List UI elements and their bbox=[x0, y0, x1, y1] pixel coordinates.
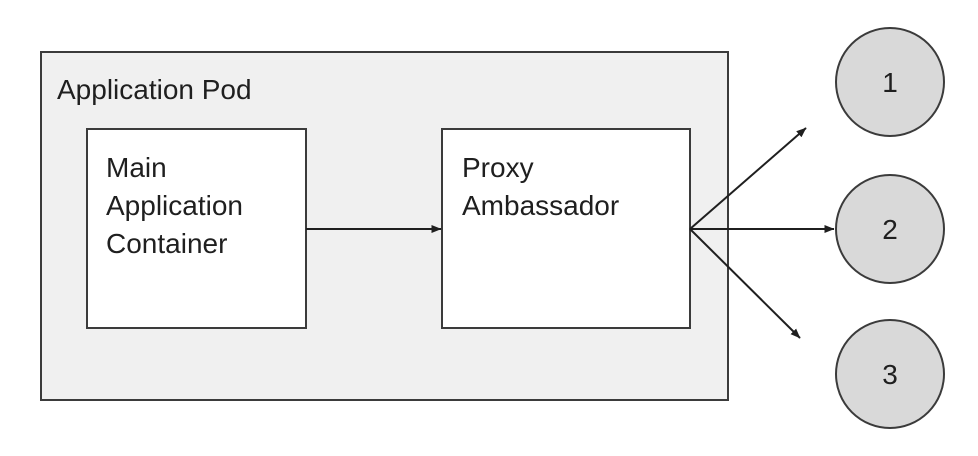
external-service-3-label: 3 bbox=[882, 359, 898, 390]
main-application-container-rect bbox=[86, 128, 307, 329]
main-application-container-line-2: Container bbox=[106, 228, 227, 259]
external-service-2-label: 2 bbox=[882, 214, 898, 245]
external-service-3: 3 bbox=[835, 319, 945, 429]
connectors-group bbox=[306, 127, 835, 339]
external-service-3-circle bbox=[835, 319, 945, 429]
main-application-container-line-0: Main bbox=[106, 152, 167, 183]
external-nodes-group: 1 2 3 bbox=[835, 27, 945, 429]
proxy-ambassador-container-rect bbox=[441, 128, 691, 329]
external-service-1-circle bbox=[835, 27, 945, 137]
external-service-2-circle bbox=[835, 174, 945, 284]
proxy-to-service-3-arrow bbox=[689, 228, 801, 339]
proxy-to-service-1-arrow bbox=[689, 127, 807, 230]
external-service-2: 2 bbox=[835, 174, 945, 284]
proxy-ambassador-container-line-0: Proxy bbox=[462, 152, 534, 183]
proxy-ambassador-container-line-1: Ambassador bbox=[462, 190, 619, 221]
application-pod-label: Application Pod bbox=[57, 74, 252, 105]
main-application-container-line-1: Application bbox=[106, 190, 243, 221]
external-service-1: 1 bbox=[835, 27, 945, 137]
external-service-1-label: 1 bbox=[882, 67, 898, 98]
